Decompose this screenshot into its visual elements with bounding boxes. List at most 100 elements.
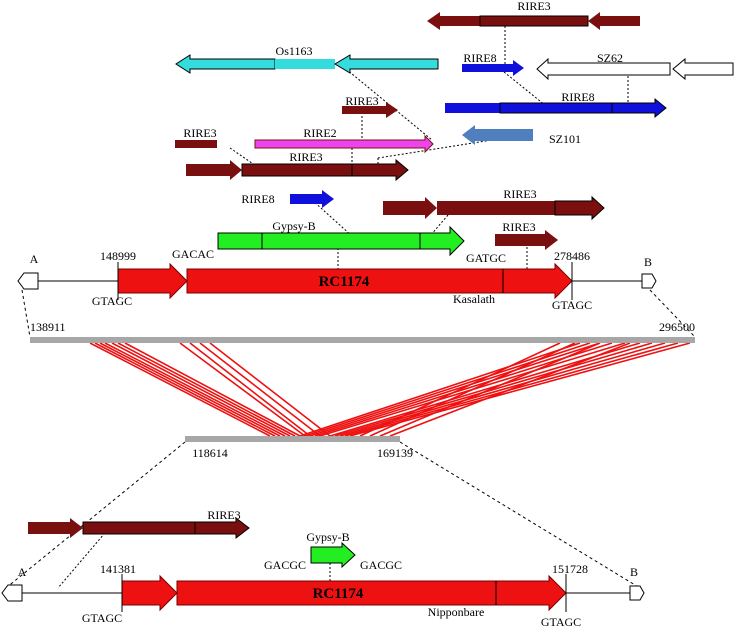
bottom-site-right: GTAGC	[541, 615, 581, 629]
bottom-end-b-marker	[629, 585, 645, 601]
alignment-line-23	[379, 342, 601, 437]
bottom-gypsy-left-site: GACGC	[264, 558, 306, 572]
top-pos-start: 148999	[100, 249, 136, 263]
top-site-right: GTAGC	[552, 298, 592, 312]
alignment-line-21	[359, 342, 561, 437]
alignment-line-2	[99, 342, 281, 437]
alignment-line-17	[334, 342, 653, 437]
rire3-upper-label: RIRE3	[345, 94, 378, 108]
alignment-line-22	[369, 342, 576, 437]
bottom-rire3-ltr-left	[28, 518, 83, 538]
bottom-rc1174-left-ltr-arrow	[121, 574, 178, 612]
sz101-arrow	[462, 125, 533, 145]
bottom-cultivar-label: Nipponbare	[428, 605, 485, 619]
os1163-ltr-arrow	[334, 54, 439, 74]
top-rire3-small-arrow	[495, 230, 558, 250]
bottom-rc1174-arrow	[176, 574, 567, 612]
top-gypsy-left-site: GACAC	[172, 247, 214, 261]
alignment-line-12	[304, 342, 591, 437]
rire8-c-arrow	[290, 190, 334, 208]
top-sequence: A B 148999 278486 GTAGC GTAGC RC1174 Kas…	[17, 0, 734, 312]
top-site-left: GTAGC	[92, 294, 132, 308]
rire3-right-body	[437, 201, 555, 215]
rire3-right-ltr-left	[383, 197, 437, 219]
bottom-gypsy-b-label: Gypsy-B	[306, 530, 349, 544]
rire2-arrow	[254, 134, 434, 154]
rire8-c-label: RIRE8	[241, 192, 274, 206]
rire3-left-label: RIRE3	[183, 126, 216, 140]
rire3-mid-ltr-right	[351, 158, 409, 182]
alignment-line-1	[94, 342, 276, 437]
sz62-ltr-arrow	[672, 57, 734, 81]
alignment-line-4	[111, 342, 291, 437]
rire8-b-body	[499, 102, 613, 114]
bottom-sequence-bar	[185, 436, 400, 442]
top-end-a-label: A	[30, 252, 39, 266]
bottom-gypsy-right-site: GACGC	[360, 558, 402, 572]
top-end-b-marker	[641, 273, 657, 289]
top-gypsy-right-site: GATGC	[466, 251, 506, 265]
rire8-b-ltr-right	[611, 97, 667, 119]
alignment-line-13	[309, 342, 601, 437]
bottom-pos-end: 151728	[552, 562, 588, 576]
align-top-end: 296500	[659, 320, 695, 334]
rire3-top-ltr-right	[588, 12, 640, 30]
rire3-right-label: RIRE3	[503, 187, 536, 201]
alignment-line-6	[124, 342, 301, 437]
os1163-body	[275, 59, 335, 69]
bottom-sequence: A B 141381 151728 GTAGC GTAGC RC1174 Nip…	[1, 508, 645, 629]
bottom-end-a-marker	[1, 584, 23, 602]
bottom-end-a-label: A	[18, 565, 27, 579]
rire2-label: RIRE2	[303, 126, 336, 140]
alignment-line-8	[189, 342, 311, 437]
sz101-label: SZ101	[549, 132, 581, 146]
bottom-site-left: GTAGC	[82, 611, 122, 625]
rire3-upper-arrow	[342, 102, 398, 118]
top-end-b-label: B	[644, 255, 652, 269]
bottom-pos-start: 141381	[100, 562, 136, 576]
bottom-rire3-body	[82, 521, 196, 535]
top-sequence-bar	[30, 337, 695, 343]
rire8-b-ltr-left	[445, 103, 500, 113]
bottom-rire3-ltr-right	[194, 516, 250, 540]
alignment-line-3	[104, 342, 286, 437]
rire3-right-ltr-right	[554, 195, 605, 221]
bottom-rire3-label: RIRE3	[207, 508, 240, 522]
rire3-top-label: RIRE3	[517, 0, 550, 13]
alignment-line-0	[89, 342, 271, 437]
os1163-arrow	[175, 54, 276, 74]
sz62-arrow	[536, 57, 671, 81]
rire3-top-body	[479, 15, 589, 27]
top-cultivar-label: Kasalath	[453, 292, 495, 306]
rire3-top-ltr-left	[427, 12, 480, 30]
top-element-label: RC1174	[319, 274, 370, 290]
alignment-line-9	[199, 342, 321, 437]
rire3-mid-label: RIRE3	[289, 150, 322, 164]
alignment-lines	[89, 342, 691, 437]
rire8-a-arrow	[462, 60, 524, 76]
alignment-line-5	[117, 342, 296, 437]
top-rc1174-arrow	[186, 262, 573, 300]
zoom-guides	[5, 289, 696, 589]
align-bottom-end: 169139	[377, 446, 413, 460]
alignment-line-20	[349, 342, 691, 437]
rire3-mid-ltr-left	[186, 160, 242, 180]
os1163-label: Os1163	[276, 44, 313, 58]
rire8-a-label: RIRE8	[463, 51, 496, 65]
alignment-line-7	[179, 342, 306, 437]
bottom-element-label: RC1174	[313, 586, 364, 602]
bottom-gypsy-b-arrow	[310, 541, 356, 569]
alignment-line-24	[389, 342, 631, 437]
align-top-start: 138911	[30, 320, 66, 334]
top-pos-end: 278486	[554, 249, 590, 263]
bottom-end-b-label: B	[630, 565, 638, 579]
top-rc1174-left-ltr-arrow	[117, 262, 188, 300]
top-gypsy-b-arrow	[217, 225, 465, 257]
sz62-label: SZ62	[597, 51, 623, 65]
alignment-line-11	[299, 342, 581, 437]
rire3-left-bar	[175, 140, 217, 148]
rire3-mid-body	[241, 163, 353, 177]
top-end-a-marker	[17, 272, 39, 290]
